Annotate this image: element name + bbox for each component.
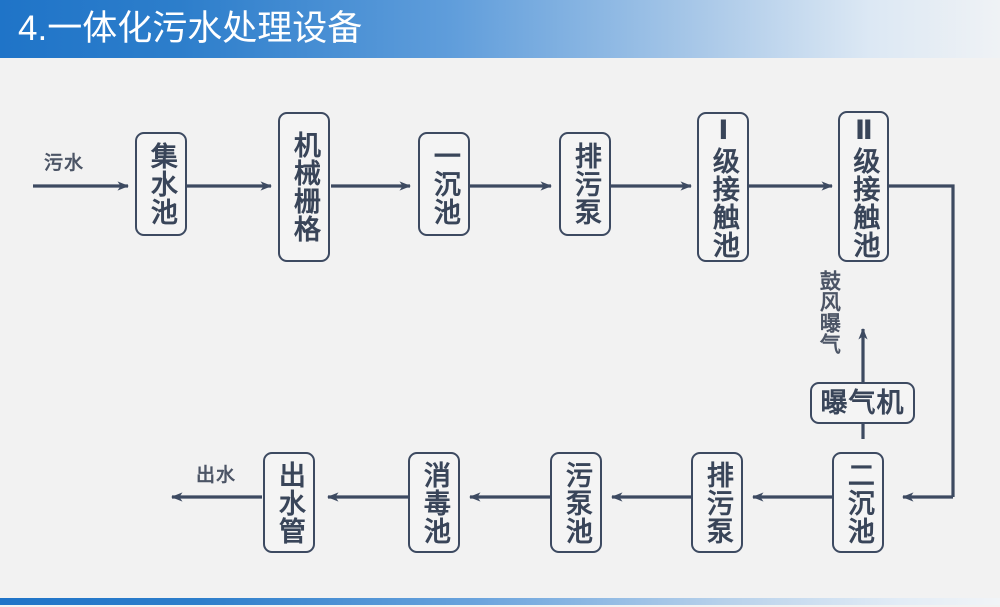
node-jixieshange[interactable]: 机械栅格 bbox=[278, 112, 330, 262]
node-label: 排污泵 bbox=[702, 460, 733, 545]
page-title: 4.一体化污水处理设备 bbox=[18, 9, 363, 48]
node-erchenchi[interactable]: 二沉池 bbox=[832, 452, 884, 553]
node-paiwubeng-1[interactable]: 排污泵 bbox=[559, 132, 611, 236]
elbow-down-right bbox=[889, 184, 955, 497]
node-label: 排污泵 bbox=[570, 142, 601, 226]
node-jiechuchi-1[interactable]: Ⅰ级接触池 bbox=[697, 112, 749, 262]
flow-connectors bbox=[33, 181, 955, 502]
node-label: 曝气机 bbox=[820, 387, 905, 418]
slide-header-bar: 4.一体化污水处理设备 bbox=[0, 0, 1000, 58]
process-flow-diagram: 污水 出水 鼓风曝气 集水池 机械栅格 一沉池 排污泵 Ⅰ级接触池 Ⅱ级接触池 … bbox=[0, 58, 1000, 598]
node-label: 污泵池 bbox=[561, 460, 592, 545]
node-yichenchi[interactable]: 一沉池 bbox=[418, 132, 470, 236]
node-chushuiguan[interactable]: 出水管 bbox=[263, 452, 315, 553]
node-label: Ⅱ级接触池 bbox=[849, 114, 880, 259]
outlet-label: 出水 bbox=[196, 465, 237, 486]
node-label: 一沉池 bbox=[429, 142, 460, 226]
node-puqiji[interactable]: 曝气机 bbox=[810, 382, 915, 424]
node-label: 二沉池 bbox=[843, 460, 874, 545]
node-jiechuchi-2[interactable]: Ⅱ级接触池 bbox=[838, 111, 889, 262]
node-label: 集水池 bbox=[146, 142, 177, 226]
node-label: 出水管 bbox=[274, 460, 305, 545]
node-jishuichi[interactable]: 集水池 bbox=[135, 132, 187, 236]
node-label: 消毒池 bbox=[419, 460, 450, 545]
aeration-label: 鼓风曝气 bbox=[817, 270, 841, 354]
node-label: 机械栅格 bbox=[289, 131, 320, 243]
slide-footer-bar bbox=[0, 598, 1000, 605]
inlet-label: 污水 bbox=[44, 153, 85, 174]
node-paiwubeng-2[interactable]: 排污泵 bbox=[691, 452, 743, 553]
node-xiaoduchi[interactable]: 消毒池 bbox=[408, 452, 460, 553]
node-label: Ⅰ级接触池 bbox=[708, 115, 739, 259]
node-wubengchi[interactable]: 污泵池 bbox=[550, 452, 602, 553]
